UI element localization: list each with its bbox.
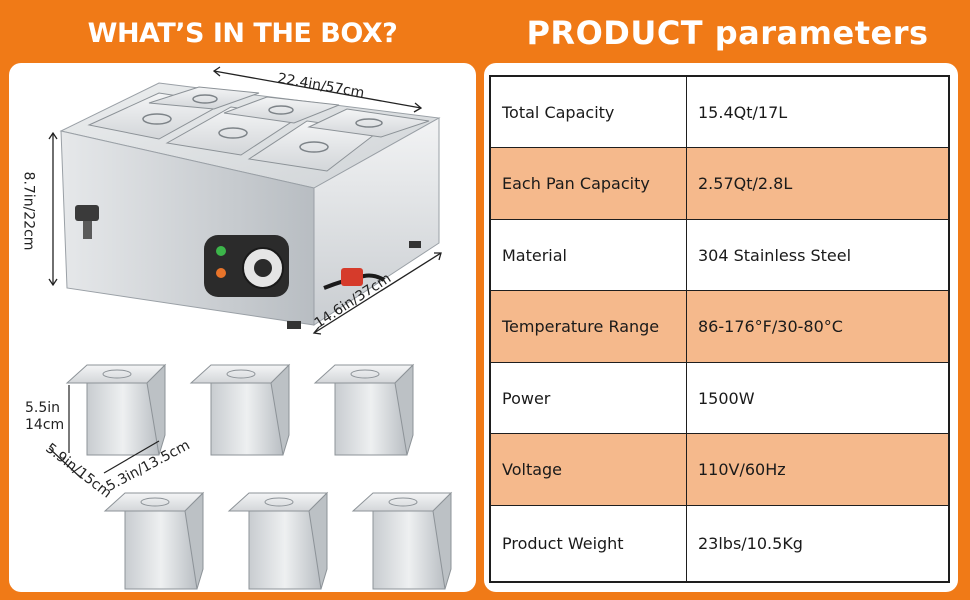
food-warmer-unit bbox=[59, 82, 441, 329]
power-cord-icon bbox=[341, 268, 363, 286]
param-value: 86-176°F/30-80°C bbox=[698, 317, 843, 336]
power-indicator-icon bbox=[216, 246, 226, 256]
product-parameters-heading: PRODUCT parameters bbox=[526, 14, 929, 52]
table-row: Voltage 110V/60Hz bbox=[491, 434, 948, 506]
table-row: Power 1500W bbox=[491, 363, 948, 434]
pan-height-cm-label: 14cm bbox=[25, 417, 65, 433]
heat-indicator-icon bbox=[216, 268, 226, 278]
table-row: Material 304 Stainless Steel bbox=[491, 220, 948, 291]
param-value: 304 Stainless Steel bbox=[698, 245, 852, 265]
param-label: Power bbox=[491, 363, 687, 433]
food-warmer-illustration bbox=[48, 66, 453, 590]
whats-in-the-box-heading: WHAT’S IN THE BOX? bbox=[87, 18, 398, 49]
pan-height-in-label: 5.5in bbox=[25, 400, 61, 416]
param-value: 110V/60Hz bbox=[698, 460, 786, 479]
parameters-table: Total Capacity 15.4Qt/17L Each Pan Capac… bbox=[489, 75, 950, 583]
param-label: Voltage bbox=[491, 434, 687, 505]
table-row: Temperature Range 86-176°F/30-80°C bbox=[491, 291, 948, 363]
param-value: 23lbs/10.5Kg bbox=[698, 534, 803, 553]
loose-pans bbox=[65, 363, 453, 590]
param-value: 15.4Qt/17L bbox=[698, 102, 788, 122]
param-label: Total Capacity bbox=[491, 77, 687, 147]
table-row: Product Weight 23lbs/10.5Kg bbox=[491, 506, 948, 581]
drain-tap-icon bbox=[75, 205, 99, 221]
param-value: 1500W bbox=[698, 388, 755, 408]
table-row: Each Pan Capacity 2.57Qt/2.8L bbox=[491, 148, 948, 220]
table-row: Total Capacity 15.4Qt/17L bbox=[491, 77, 948, 148]
whats-in-the-box-panel: 22.4in/57cm 8.7in/22cm 14.6in/37cm 5.5in… bbox=[9, 63, 476, 592]
param-label: Material bbox=[491, 220, 687, 290]
product-parameters-panel: Total Capacity 15.4Qt/17L Each Pan Capac… bbox=[484, 63, 958, 592]
param-label: Temperature Range bbox=[491, 291, 687, 362]
param-label: Each Pan Capacity bbox=[491, 148, 687, 219]
unit-height-label: 8.7in/22cm bbox=[20, 171, 37, 251]
param-value: 2.57Qt/2.8L bbox=[698, 174, 793, 193]
param-label: Product Weight bbox=[491, 506, 687, 581]
